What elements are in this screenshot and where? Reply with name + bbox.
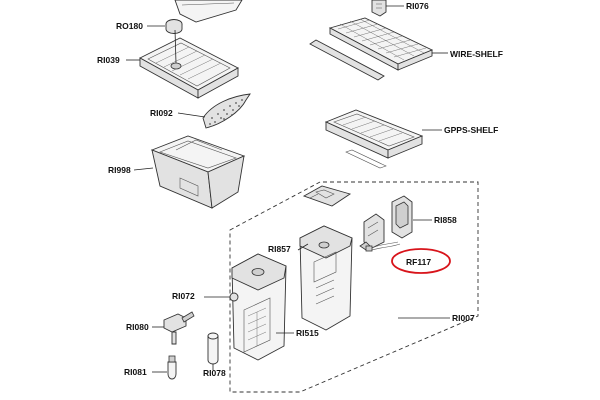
part-ri998-bin xyxy=(133,135,246,209)
label-ri072: RI072 xyxy=(172,291,195,301)
part-ri080-bracket xyxy=(152,311,195,345)
label-gpps-shelf: GPPS-SHELF xyxy=(444,125,498,135)
label-ri076: RI076 xyxy=(406,1,429,11)
partial-shelf-top xyxy=(174,0,243,23)
label-ri078: RI078 xyxy=(203,368,226,378)
part-gpps-shelf xyxy=(324,109,442,169)
part-ri081-bulb xyxy=(152,355,177,380)
part-wire-shelf xyxy=(309,17,448,81)
label-ri081: RI081 xyxy=(124,367,147,377)
part-ri072-button xyxy=(204,292,239,302)
label-wire-shelf: WIRE-SHELF xyxy=(450,49,503,59)
part-ri857-panel xyxy=(297,225,353,331)
part-ri039-tray xyxy=(126,29,239,99)
part-rf117-harness xyxy=(365,241,401,252)
label-ri080: RI080 xyxy=(126,322,149,332)
label-ri858: RI858 xyxy=(434,215,457,225)
label-ri998: RI998 xyxy=(108,165,131,175)
assembly-box-ri007 xyxy=(229,181,479,393)
label-ri007: RI007 xyxy=(452,313,475,323)
rf117-highlight-ring xyxy=(391,248,451,274)
part-display-board xyxy=(302,185,352,207)
label-ri039: RI039 xyxy=(97,55,120,65)
part-ri092-filter xyxy=(177,93,251,129)
label-ri515: RI515 xyxy=(296,328,319,338)
part-ri858-actuator xyxy=(359,195,432,251)
label-rf117: RF117 xyxy=(406,257,431,267)
part-ri078-capsule xyxy=(207,332,219,370)
label-ri092: RI092 xyxy=(150,108,173,118)
label-ro180: RO180 xyxy=(116,21,143,31)
part-ri076-clip xyxy=(371,0,404,17)
part-ro180 xyxy=(147,19,183,34)
part-ri515-panel xyxy=(231,253,294,361)
label-ri857: RI857 xyxy=(268,244,291,254)
